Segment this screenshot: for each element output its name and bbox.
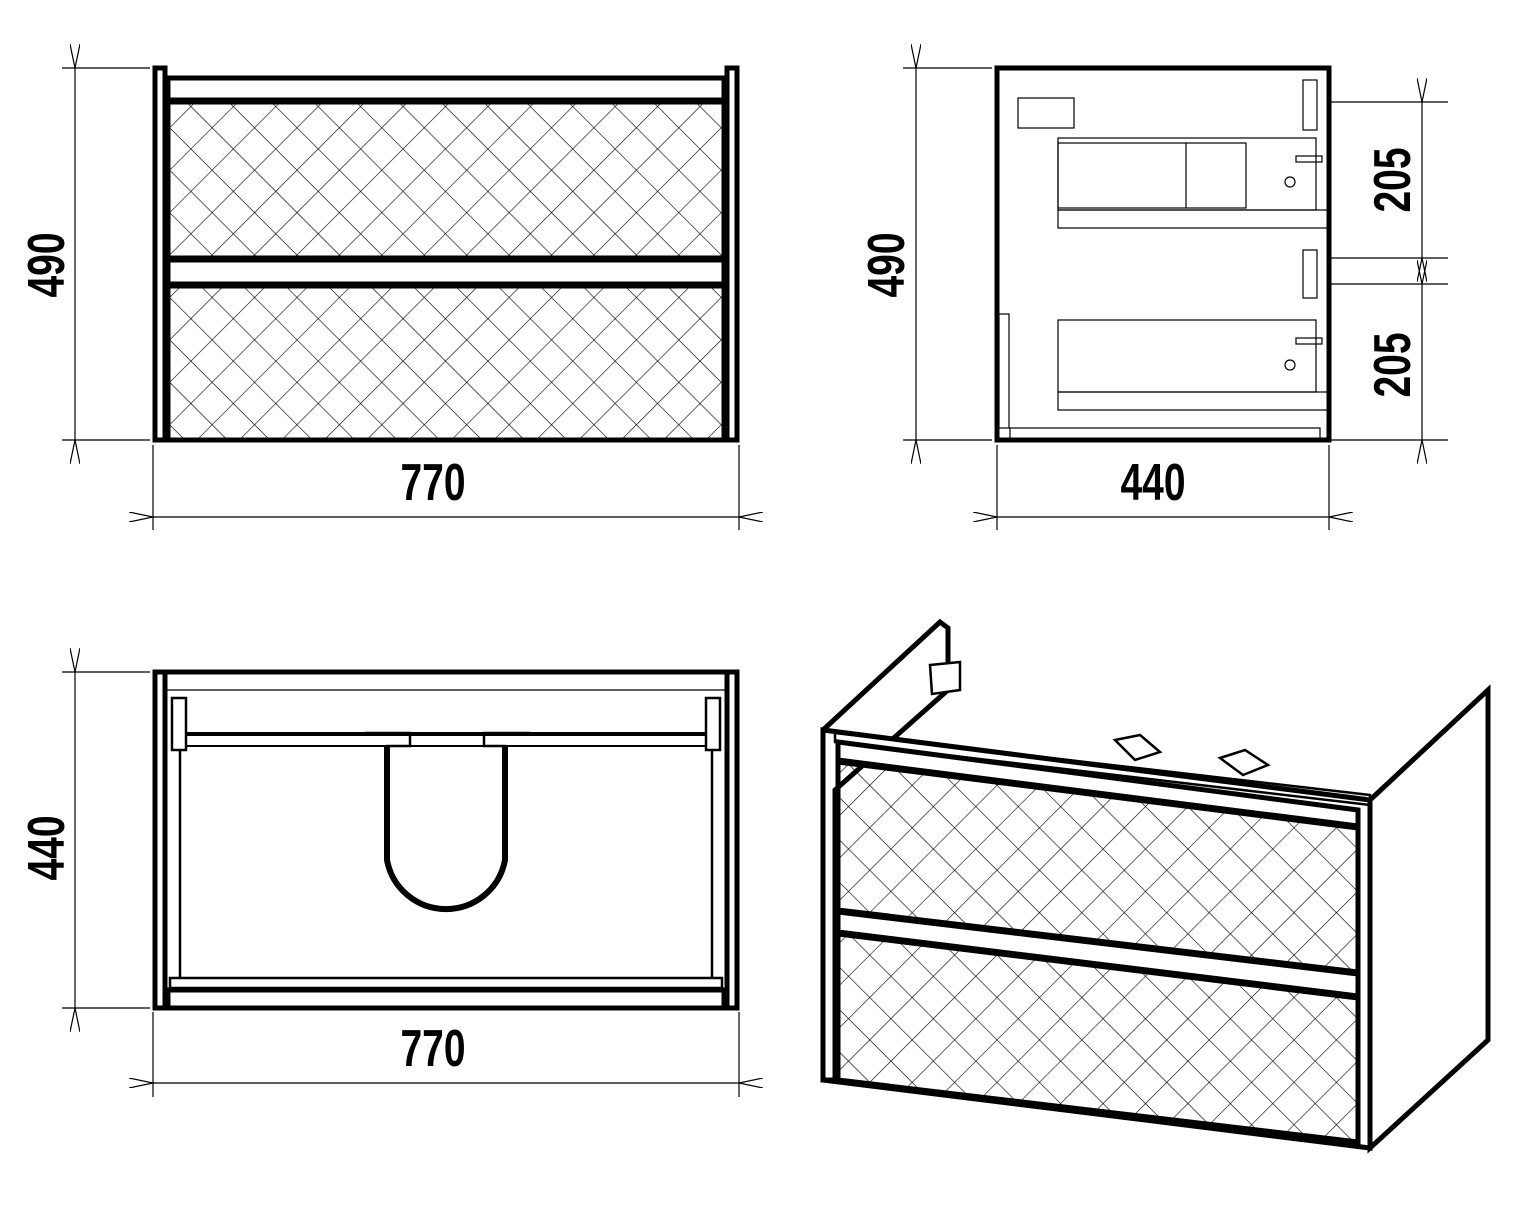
front-view: 490 770	[16, 68, 739, 530]
top-depth-label: 440	[16, 815, 75, 880]
lower-drawer-front	[165, 283, 727, 443]
front-width-label: 770	[400, 452, 465, 511]
lower-drawer-height-label: 205	[1362, 332, 1421, 397]
front-height-label: 490	[16, 232, 75, 297]
side-view: 490 440 205 205	[856, 68, 1448, 530]
top-view: 440 770	[16, 672, 739, 1097]
isometric-view	[820, 618, 1491, 1154]
top-width-label: 770	[400, 1018, 465, 1077]
side-height-label: 490	[856, 232, 915, 297]
siphon-cutout	[384, 746, 508, 913]
upper-drawer-front	[165, 99, 727, 261]
upper-drawer-height-label: 205	[1362, 147, 1421, 212]
iso-lower-drawer	[835, 931, 1361, 1145]
side-depth-label: 440	[1120, 452, 1185, 511]
